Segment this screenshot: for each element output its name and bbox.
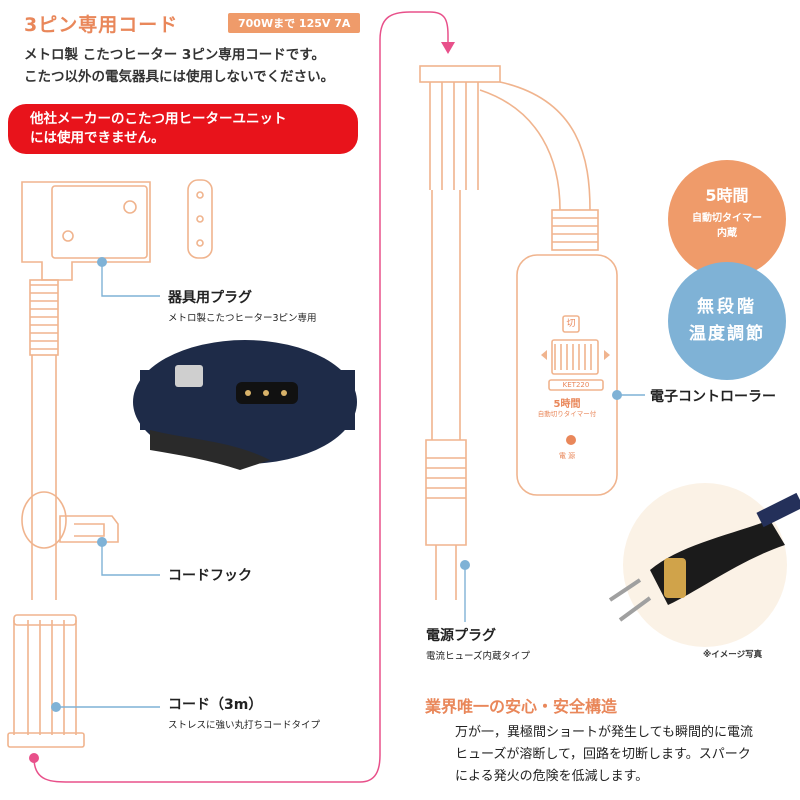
pin-side-view <box>187 179 213 259</box>
warning-line: 他社メーカーのこたつ用ヒーターユニット <box>30 111 287 127</box>
power-plug-label: 電源プラグ <box>426 628 496 644</box>
cord-label: コード（3m） <box>168 697 263 713</box>
cord-sublabel: ストレスに強い丸打ちコードタイプ <box>168 720 321 731</box>
power-plug-sublabel: 電流ヒューズ内蔵タイプ <box>426 651 531 662</box>
dial-icon-text: 切 <box>566 319 576 329</box>
warning-line: には使用できません。 <box>30 130 165 146</box>
spec-badge: 700Wまで 125V 7A <box>228 13 361 33</box>
compatibility-warning: 他社メーカーのこたつ用ヒーターユニット には使用できません。 <box>8 104 358 154</box>
timer-label: 5時間 <box>553 399 581 410</box>
timer-badge-line: 内蔵 <box>717 228 737 239</box>
controller-body <box>516 254 618 496</box>
cord-hook-label: コードフック <box>168 568 252 584</box>
cord-hook-ring <box>21 491 67 549</box>
description-line: メトロ製 こたつヒーター 3ピン専用コードです。 <box>24 47 325 63</box>
safety-title: 業界唯一の安心・安全構造 <box>425 697 618 716</box>
description: メトロ製 こたつヒーター 3ピン専用コードです。 こたつ以外の電気器具には使用し… <box>24 44 334 88</box>
description-line: こたつ以外の電気器具には使用しないでください。 <box>24 69 335 85</box>
timer-badge-line: 5時間 <box>705 186 749 205</box>
timer-badge-line: 自動切タイマー <box>692 213 762 224</box>
safety-body: 万が一，異極間ショートが発生しても瞬間的に電流 ヒューズが溶断して，回路を切断し… <box>455 722 753 788</box>
plug-photo-inset <box>133 340 357 470</box>
power-plug-photo <box>608 483 800 647</box>
appliance-plug-sublabel: メトロ製こたつヒーター3ピン専用 <box>168 313 317 324</box>
appliance-plug-inner <box>51 185 148 259</box>
safety-line: ヒューズが溶断して，回路を切断します。スパーク <box>455 747 751 762</box>
stepless-badge: 無段階 温度調節 <box>668 262 786 380</box>
timer-sublabel: 自動切りタイマー付 <box>537 410 597 418</box>
controller-label: 電子コントローラー <box>650 389 776 405</box>
power-label: 電 源 <box>558 452 576 460</box>
page-title: 3ピン専用コード <box>24 14 179 36</box>
cord-connector-top <box>419 65 501 83</box>
safety-line: による発火の危険を低減します。 <box>455 769 649 784</box>
image-note: ※イメージ写真 <box>703 650 763 660</box>
appliance-plug-label: 器具用プラグ <box>168 290 252 306</box>
model-label: KET220 <box>562 381 590 389</box>
stepless-badge-line: 温度調節 <box>689 324 765 344</box>
appliance-plug-outline <box>21 181 151 281</box>
timer-badge: 5時間 自動切タイマー 内蔵 <box>668 160 786 278</box>
safety-line: 万が一，異極間ショートが発生しても瞬間的に電流 <box>455 725 753 740</box>
stepless-badge-line: 無段階 <box>697 297 757 317</box>
